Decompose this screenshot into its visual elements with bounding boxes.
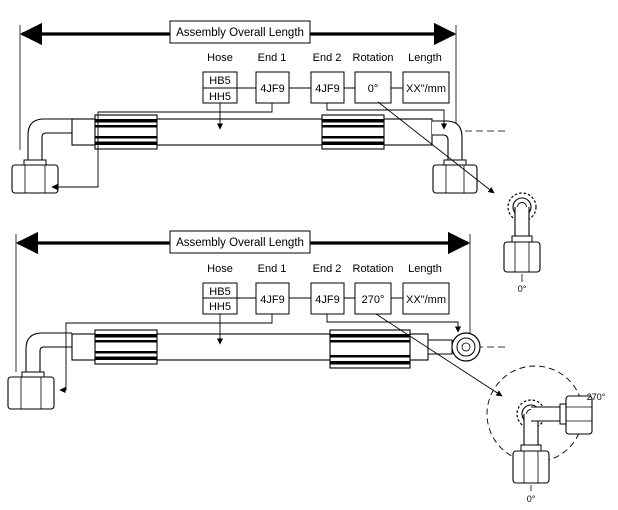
- bottom-hose-code-a: HB5: [209, 286, 230, 298]
- bottom-title: Assembly Overall Length: [176, 237, 304, 249]
- top-end-view-detail: 0°: [503, 192, 541, 294]
- top-length-value: XX"/mm: [406, 83, 446, 95]
- top-end1-code: 4JF9: [260, 83, 284, 95]
- bottom-length-value: XX"/mm: [406, 294, 446, 306]
- top-label-end1: End 1: [258, 52, 287, 64]
- top-label-rotation: Rotation: [353, 52, 394, 64]
- bottom-assembly: Assembly Overall Length Hose End 1 End 2…: [7, 230, 606, 504]
- bottom-label-end2: End 2: [313, 263, 342, 275]
- top-assembly: Assembly Overall Length Hose End 1 End 2…: [11, 20, 541, 294]
- bottom-end1-code: 4JF9: [260, 294, 284, 306]
- bottom-rotation-value: 270°: [362, 294, 385, 306]
- bottom-label-hose: Hose: [207, 263, 233, 275]
- top-hose-code-a: HB5: [209, 75, 230, 87]
- top-hose-code-b: HH5: [209, 91, 231, 103]
- top-rotation-value: 0°: [368, 83, 379, 95]
- bottom-detail-angle-270: 270°: [587, 392, 606, 402]
- top-label-end2: End 2: [313, 52, 342, 64]
- top-title: Assembly Overall Length: [176, 27, 304, 39]
- bottom-label-length: Length: [408, 263, 442, 275]
- bottom-end-view-detail: 0° 270°: [486, 365, 606, 504]
- top-label-hose: Hose: [207, 52, 233, 64]
- bottom-detail-angle-0: 0°: [527, 494, 536, 504]
- top-detail-angle: 0°: [518, 284, 527, 294]
- bottom-label-rotation: Rotation: [353, 263, 394, 275]
- bottom-end2-code: 4JF9: [315, 294, 339, 306]
- bottom-label-end1: End 1: [258, 263, 287, 275]
- top-label-length: Length: [408, 52, 442, 64]
- bottom-hose-code-b: HH5: [209, 301, 231, 313]
- top-end2-code: 4JF9: [315, 83, 339, 95]
